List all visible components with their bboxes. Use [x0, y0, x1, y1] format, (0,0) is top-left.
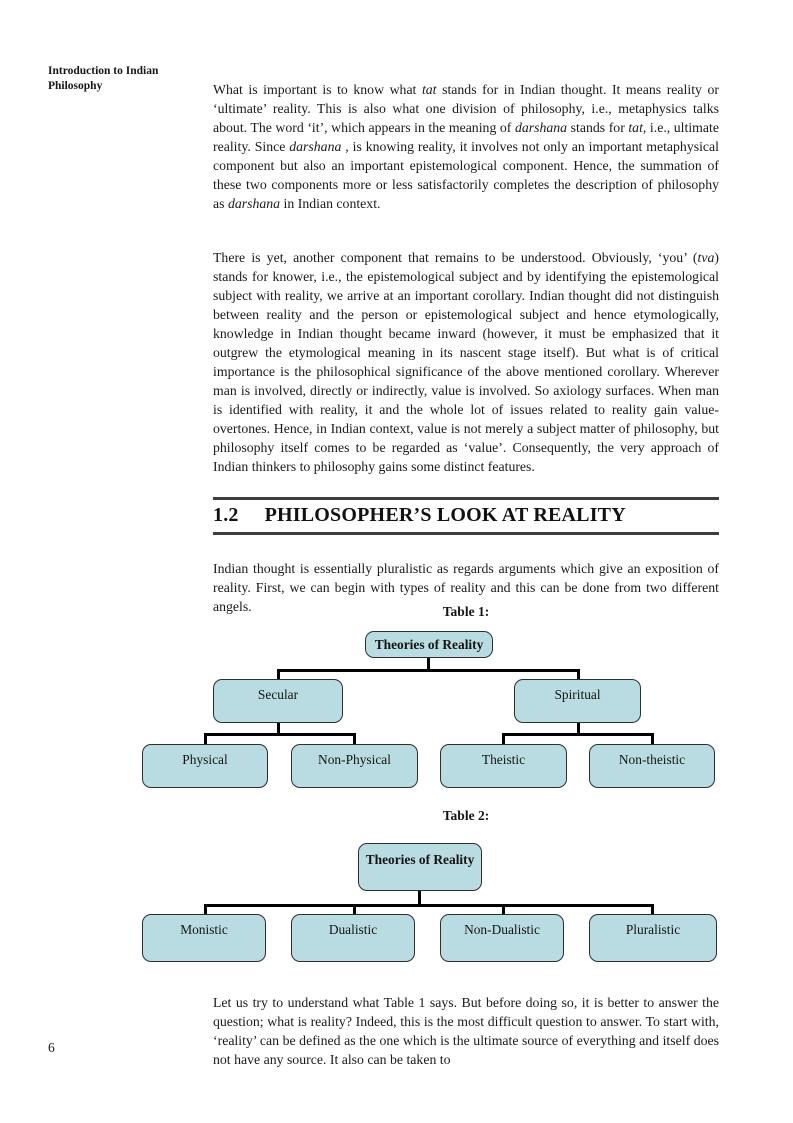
- table2-caption: Table 2:: [442, 808, 490, 823]
- table1-connector-stub-secular: [277, 669, 280, 680]
- table2-connector-horizontal: [204, 904, 654, 907]
- table2-root-label: Theories of Reality: [365, 852, 475, 867]
- table1-physical-label: Physical: [182, 752, 228, 767]
- table1-physical-box: Physical: [142, 744, 268, 788]
- table1-spiritual-label: Spiritual: [554, 687, 601, 702]
- paragraph-3: Indian thought is essentially pluralisti…: [213, 560, 719, 614]
- table2-connector-stub-monistic: [204, 904, 207, 915]
- table2-non-dualistic-label: Non-Dualistic: [464, 922, 540, 937]
- table2-dualistic-box: Dualistic: [291, 914, 415, 962]
- table1-connector-stub-spiritual: [577, 669, 580, 680]
- table2-non-dualistic-box: Non-Dualistic: [440, 914, 564, 962]
- table2-connector-root-vertical: [418, 890, 421, 907]
- table2-connector-stub-non-dualistic: [502, 904, 505, 915]
- table1-theistic-label: Theistic: [481, 752, 526, 767]
- table1-secular-label: Secular: [257, 687, 299, 702]
- table1-connector-horizontal-level2: [277, 669, 580, 672]
- table2-connector-stub-dualistic: [353, 904, 356, 915]
- table2-monistic-label: Monistic: [180, 922, 228, 937]
- table1-non-physical-label: Non-Physical: [318, 752, 391, 767]
- paragraph-1: What is important is to know what tat st…: [213, 81, 720, 211]
- table1-spiritual-box: Spiritual: [514, 679, 641, 723]
- table1-non-physical-box: Non-Physical: [291, 744, 418, 788]
- page-number: 6: [48, 1040, 55, 1055]
- margin-header: Introduction to Indian Philosophy: [48, 65, 159, 92]
- table1-connector-stub-non-physical: [353, 733, 356, 745]
- table2-dualistic-label: Dualistic: [328, 922, 378, 937]
- table1-connector-stub-theistic: [502, 733, 505, 745]
- paragraph-4: Let us try to understand what Table 1 sa…: [213, 994, 719, 1067]
- table1-connector-secular-vertical: [277, 723, 280, 736]
- table1-root-box: Theories of Reality: [365, 631, 493, 658]
- section-number: 1.2: [213, 504, 239, 526]
- table2-connector-stub-pluralistic: [651, 904, 654, 915]
- section-title: PHILOSOPHER’S LOOK AT REALITY: [264, 504, 626, 526]
- table1-connector-horizontal-spiritual-children: [502, 733, 654, 736]
- table1-root-label: Theories of Reality: [374, 636, 484, 652]
- table1-connector-root-vertical: [427, 658, 430, 671]
- table1-non-theistic-label: Non-theistic: [618, 752, 686, 767]
- table1-connector-horizontal-secular-children: [204, 733, 356, 736]
- table1-theistic-box: Theistic: [440, 744, 567, 788]
- section-heading: 1.2 PHILOSOPHER’S LOOK AT REALITY: [213, 497, 719, 535]
- table1-connector-spiritual-vertical: [577, 723, 580, 736]
- paragraph-2: There is yet, another component that rem…: [213, 249, 719, 474]
- table1-connector-stub-non-theistic: [651, 733, 654, 745]
- table1-secular-box: Secular: [213, 679, 343, 723]
- table1-connector-stub-physical: [204, 733, 207, 745]
- table2-monistic-box: Monistic: [142, 914, 266, 962]
- table2-pluralistic-box: Pluralistic: [589, 914, 717, 962]
- table2-root-box: Theories of Reality: [358, 843, 482, 891]
- table1-caption: Table 1:: [442, 604, 490, 619]
- table2-pluralistic-label: Pluralistic: [625, 922, 681, 937]
- table1-non-theistic-box: Non-theistic: [589, 744, 715, 788]
